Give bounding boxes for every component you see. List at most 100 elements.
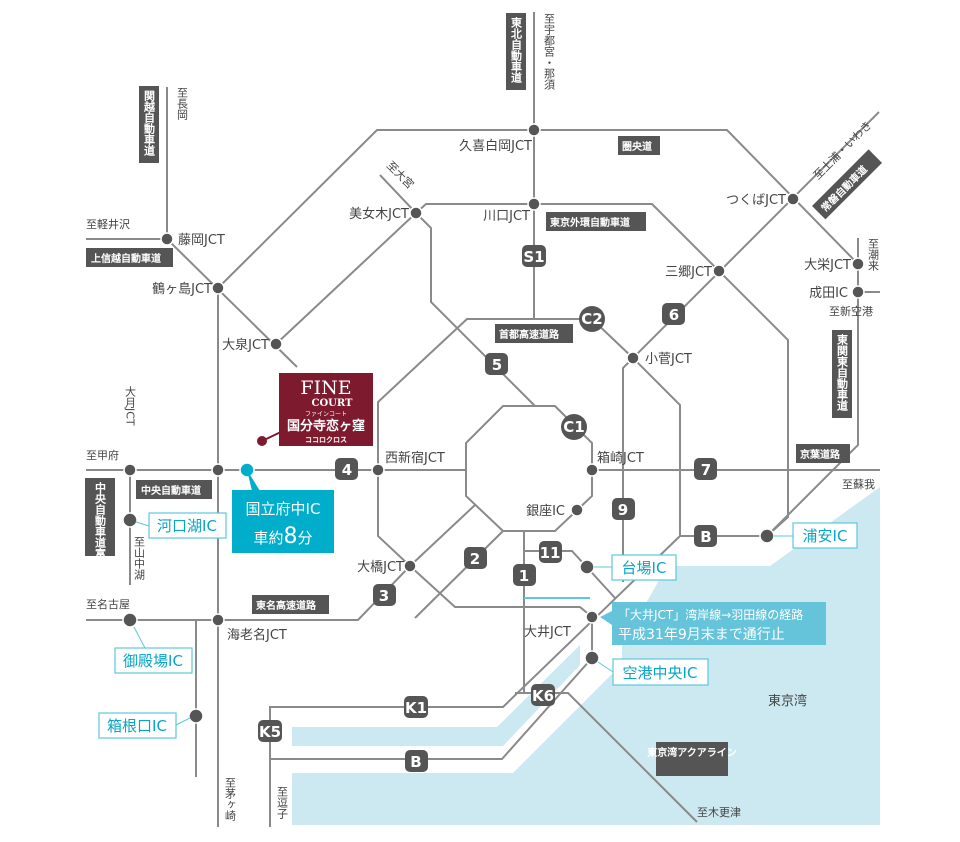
- rect-shape: [464, 547, 487, 569]
- rect-shape: [495, 324, 573, 343]
- badge-K6: K6: [531, 684, 555, 706]
- line-shape: [597, 661, 614, 673]
- rect-shape: [522, 245, 546, 267]
- badges-3-label: 5: [492, 356, 502, 374]
- destinations-itako-label: 至潮来: [867, 238, 880, 271]
- logo-court: COURT: [312, 398, 354, 409]
- line-shape: [133, 626, 146, 649]
- rect-shape: [279, 373, 373, 446]
- badge-B-yokohane: B: [405, 750, 428, 772]
- path-shape: [166, 87, 298, 368]
- badges-7-label: 9: [618, 501, 628, 519]
- line-shape: [175, 717, 191, 726]
- polygon-shape: [247, 470, 260, 491]
- roads-fujiyoshida-label: 中央自動車道富士吉田線: [94, 481, 107, 604]
- tokyo-bay: [292, 487, 880, 825]
- destinations-kofu-label: 至甲府: [86, 448, 119, 462]
- circle-shape: [269, 337, 283, 351]
- rect-shape: [662, 303, 685, 325]
- bay-label: 東京湾: [768, 693, 807, 709]
- kuko-chuo-ic[interactable]: 空港中央IC: [597, 658, 709, 686]
- rect-shape: [136, 480, 212, 499]
- rect-shape: [506, 13, 526, 90]
- roads-gaikan-label: 東京外環自動車道: [550, 216, 630, 229]
- notice-line2: 平成31年9月末まで通行止: [618, 627, 785, 643]
- junctions-tsukuba-label: つくばJCT: [726, 193, 786, 208]
- badge-K1: K1: [404, 696, 428, 718]
- badges-8-label: B: [700, 528, 711, 546]
- junctions-taiei-label: 大栄JCT: [804, 258, 851, 273]
- rect-shape: [792, 522, 858, 549]
- route-badges: S1 C2 C1 5 6 4 7 9 B 11 1 2 3 K1 K5 K6 B: [258, 245, 717, 772]
- roads-kenodo-label: 圏央道: [622, 140, 652, 153]
- ics-daiba-label: 台場IC: [622, 559, 667, 577]
- circle-shape: [371, 463, 385, 477]
- destinations-omiya-label: 至大宮: [384, 158, 417, 191]
- daiba-ic[interactable]: 台場IC: [594, 554, 677, 581]
- rect-shape: [114, 647, 193, 674]
- destinations-chigasaki-label: 至茅ヶ崎: [224, 777, 237, 821]
- badge-5: 5: [485, 353, 508, 375]
- rect-shape: [618, 136, 660, 155]
- badge-S1: S1: [522, 245, 546, 267]
- ics-hakoneguchi-label: 箱根口IC: [107, 717, 167, 735]
- circle-shape: [211, 613, 225, 627]
- badges-4-label: 6: [669, 306, 679, 324]
- bay-strip: [292, 645, 580, 746]
- kawaguchiko-ic[interactable]: 河口湖IC: [135, 512, 227, 539]
- kunitachi-fuchu-callout[interactable]: 国立府中IC 車約8分: [232, 470, 334, 553]
- junctions-hakozaki-label: 箱崎JCT: [597, 450, 644, 466]
- circle-shape: [584, 650, 600, 666]
- rect-shape: [796, 444, 850, 463]
- ics-gotemba-label: 御殿場IC: [123, 652, 183, 670]
- ics-urayasu-label: 浦安IC: [803, 527, 848, 545]
- path-shape: [270, 617, 593, 760]
- property-sub: ココロクロス: [305, 435, 347, 444]
- badge-7: 7: [694, 458, 717, 480]
- closure-notice: 「大井JCT」湾岸線→羽田線の経路 平成31年9月末まで通行止: [600, 602, 826, 645]
- highlight-ic: 国立府中IC: [246, 500, 321, 518]
- destinations-utsunomiya-label: 至宇都宮・那須: [543, 13, 556, 91]
- rect-shape: [232, 490, 334, 553]
- rect-shape: [148, 512, 227, 539]
- rect-shape: [531, 684, 555, 706]
- hakoneguchi-ic[interactable]: 箱根口IC: [98, 712, 191, 739]
- junctions-fujioka-label: 藤岡JCT: [178, 233, 225, 248]
- badge-1: 1: [513, 564, 536, 586]
- circle-shape: [786, 192, 800, 206]
- property-name: 国分寺恋ヶ窪: [287, 418, 365, 434]
- roads-chuo-label: 中央自動車道: [141, 484, 201, 497]
- badges-16-label: B: [410, 753, 421, 771]
- junctions-tsurugashima-label: 鶴ヶ島JCT: [152, 281, 212, 297]
- badge-4: 4: [335, 458, 358, 480]
- logo-fine: FINE: [300, 377, 351, 399]
- junctions-kawaguchi-label: 川口JCT: [483, 209, 530, 224]
- urayasu-ic[interactable]: 浦安IC: [774, 522, 858, 549]
- path-shape: [415, 203, 789, 537]
- destinations-kisarazu-label: 至木更津: [697, 806, 741, 819]
- badge-K5: K5: [258, 720, 282, 742]
- badge-11: 11: [539, 541, 562, 563]
- badge-9: 9: [612, 498, 635, 520]
- property-marker: FINE COURT ファインコート 国分寺恋ヶ窪 ココロクロス: [257, 373, 373, 446]
- circle-shape: [527, 197, 541, 211]
- destinations-soga-label: 至蘇我: [842, 478, 875, 491]
- roads-shuto-label: 首都高速道路: [499, 328, 560, 341]
- rect-shape: [611, 554, 677, 581]
- circle-shape: [211, 281, 225, 295]
- badges-1-label: C2: [581, 310, 602, 328]
- destinations-shinkuko-label: 至新空港: [829, 304, 873, 318]
- rect-shape: [373, 584, 396, 606]
- rect-shape: [85, 478, 115, 556]
- rect-shape: [539, 541, 562, 563]
- gotemba-ic[interactable]: 御殿場IC: [114, 626, 193, 674]
- badges-2-label: C1: [563, 418, 584, 436]
- path-shape: [414, 530, 504, 619]
- polygon-shape: [600, 611, 612, 625]
- junctions-narita-label: 成田IC: [809, 286, 848, 301]
- badges-14-label: K5: [259, 723, 281, 741]
- badges-0-label: S1: [523, 248, 544, 266]
- junctions-ohashi-label: 大橋JCT: [357, 560, 404, 575]
- path-shape: [377, 318, 593, 618]
- roads-joshinetsu-label: 上信越自動車道: [91, 252, 161, 265]
